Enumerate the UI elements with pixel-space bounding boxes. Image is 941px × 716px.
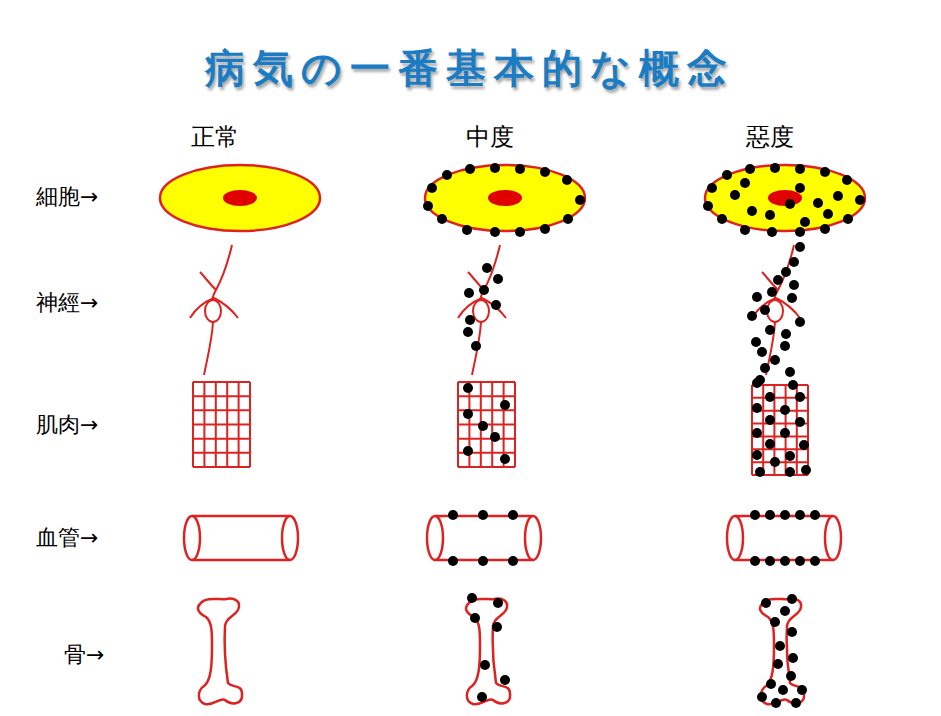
column-header: 惡度 — [746, 121, 794, 153]
row-label: 肌肉→ — [36, 410, 98, 440]
column-header: 正常 — [191, 121, 239, 153]
row-label: 血管→ — [36, 523, 98, 553]
row-label: 細胞→ — [36, 182, 98, 212]
column-header: 中度 — [466, 121, 514, 153]
title: 病気の一番基本的な概念 — [205, 41, 735, 96]
row-label: 骨→ — [64, 640, 104, 670]
row-label: 神經→ — [36, 288, 98, 318]
